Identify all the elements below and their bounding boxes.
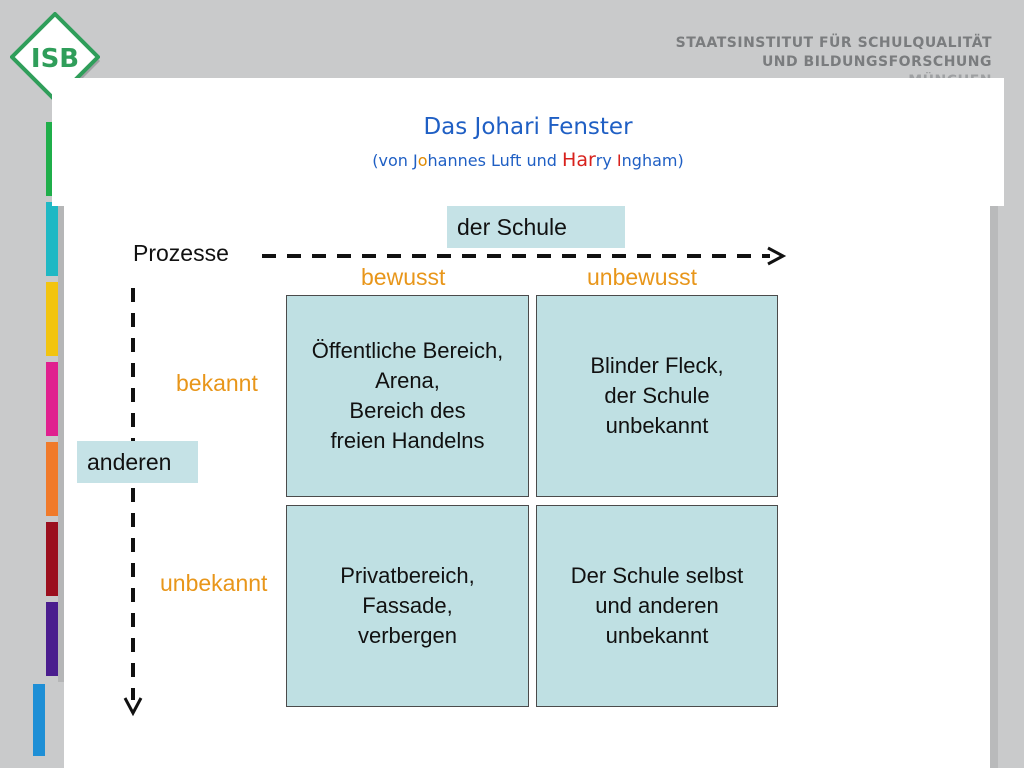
top-axis-box: der Schule (447, 206, 625, 248)
page-subtitle: (von Johannes Luft und Harry Ingham) (372, 149, 684, 171)
stripe-shadow (58, 122, 64, 682)
stripe-yellow (46, 282, 58, 356)
institute-line-1: STAATSINSTITUT FÜR SCHULQUALITÄT (675, 35, 992, 51)
col-header-bewusst: bewusst (361, 264, 446, 290)
stripe-purple (46, 602, 58, 676)
left-axis-box: anderen (77, 441, 198, 483)
institute-name: STAATSINSTITUT FÜR SCHULQUALITÄT UND BIL… (676, 34, 992, 82)
title-panel (52, 78, 1004, 206)
institute-line-2: UND BILDUNGSFORSCHUNG (761, 54, 992, 70)
stripe-magenta (46, 362, 58, 436)
quadrant-hidden-text: Privatbereich, Fassade, verbergen (340, 563, 475, 648)
quadrant-blind-spot: Blinder Fleck, der Schule unbekannt (536, 295, 778, 497)
quadrant-unknown-text: Der Schule selbst und anderen unbekannt (570, 563, 744, 648)
row-header-bekannt: bekannt (176, 370, 258, 396)
quadrant-hidden-area: Privatbereich, Fassade, verbergen (286, 505, 529, 707)
quadrant-open-area: Öffentliche Bereich, Arena, Bereich des … (286, 295, 529, 497)
panel-shadow (990, 206, 998, 768)
quadrant-open-text: Öffentliche Bereich, Arena, Bereich des … (311, 338, 504, 453)
top-axis-label: Prozesse (133, 240, 229, 266)
page-title: Das Johari Fenster (423, 114, 633, 140)
quadrant-unknown-area: Der Schule selbst und anderen unbekannt (536, 505, 778, 707)
stripe-blue (33, 684, 45, 756)
logo-text: ISB (31, 44, 79, 74)
quadrant-blind-text: Blinder Fleck, der Schule unbekannt (590, 353, 724, 438)
row-header-unbekannt: unbekannt (160, 570, 268, 596)
institute-line-3: MÜNCHEN (676, 72, 992, 82)
vertical-arrowhead (123, 697, 143, 717)
stripe-teal (46, 202, 58, 276)
stripe-orange (46, 442, 58, 516)
stripe-darkred (46, 522, 58, 596)
horizontal-arrowhead (767, 246, 787, 266)
col-header-unbewusst: unbewusst (587, 264, 697, 290)
